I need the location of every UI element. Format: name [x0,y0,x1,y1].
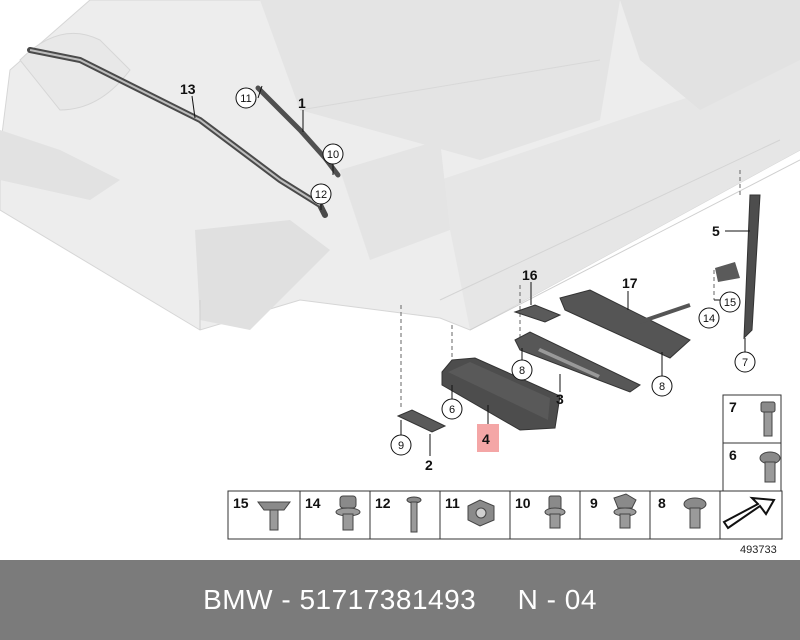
callout-15-circle: 15 [719,291,741,313]
footer-brand: BMW [203,584,274,615]
callout-3: 3 [556,391,564,407]
bolt-10-icon [544,495,566,529]
fastener-label-7: 7 [729,399,737,415]
parts-diagram: 13 1 5 16 17 3 2 4 11 10 12 15 14 7 8 8 … [0,0,800,556]
leader-lines-dashed [400,170,741,410]
fastener-label-9: 9 [590,495,598,511]
callout-4: 4 [482,431,490,447]
nut-11-icon [467,499,495,527]
callout-17: 17 [622,275,638,291]
callout-8-circle: 8 [511,359,533,381]
bolt-7-icon [760,401,776,437]
part-2-bracket [396,409,447,433]
svg-text:11: 11 [240,93,251,105]
footer-part-number: 51717381493 [299,584,477,615]
fastener-label-12: 12 [375,495,391,511]
footer-revision: N - 04 [517,584,597,615]
arrow-icon [722,496,776,530]
callout-6-circle: 6 [441,398,463,420]
bolt-8-icon [683,497,707,529]
footer-gap [476,584,517,616]
fastener-label-11: 11 [445,495,460,511]
part-17-bracket [559,289,691,359]
callout-16: 16 [522,267,538,283]
callout-11-circle: 11 [235,87,257,109]
fastener-label-10: 10 [515,495,531,511]
fastener-label-8: 8 [658,495,666,511]
svg-text:14: 14 [703,313,715,325]
callout-13: 13 [180,81,196,97]
fastener-label-6: 6 [729,447,737,463]
clip-15-icon [257,501,291,531]
fastener-table-bottom: 15 14 12 11 10 9 8 [227,490,783,540]
svg-text:15: 15 [724,297,736,309]
part-1-brace [255,85,341,178]
svg-text:10: 10 [327,149,339,161]
vehicle-underbody [0,0,800,331]
callout-2: 2 [425,457,433,473]
svg-text:12: 12 [315,189,327,201]
fastener-table-side: 7 6 [722,394,782,492]
svg-text:9: 9 [398,440,404,452]
svg-text:8: 8 [519,365,525,377]
callout-7-circle: 7 [734,351,756,373]
part-16-bracket [513,304,562,323]
part-5-strut [743,194,761,340]
footer-separator: - [273,584,300,615]
callout-10-circle: 10 [322,143,344,165]
fastener-label-14: 14 [305,495,321,511]
screw-12-icon [406,496,422,533]
callout-12-circle: 12 [310,183,332,205]
callout-4-highlight [477,424,499,452]
callout-1: 1 [298,95,306,111]
footer-bar: BMW - 51717381493 N - 04 [0,560,800,640]
bolt-6-icon [759,451,781,483]
callout-8-circle: 8 [651,375,673,397]
diagram-id: 493733 [740,544,777,556]
callout-14-circle: 14 [698,307,720,329]
part-3-bracket [514,331,641,393]
bolt-14-icon [335,495,361,531]
fastener-label-15: 15 [233,495,249,511]
callout-5: 5 [712,223,720,239]
svg-text:8: 8 [659,381,665,393]
bolt-9-icon [613,493,637,529]
svg-text:6: 6 [449,404,455,416]
callout-9-circle: 9 [390,434,412,456]
svg-text:7: 7 [742,357,748,369]
